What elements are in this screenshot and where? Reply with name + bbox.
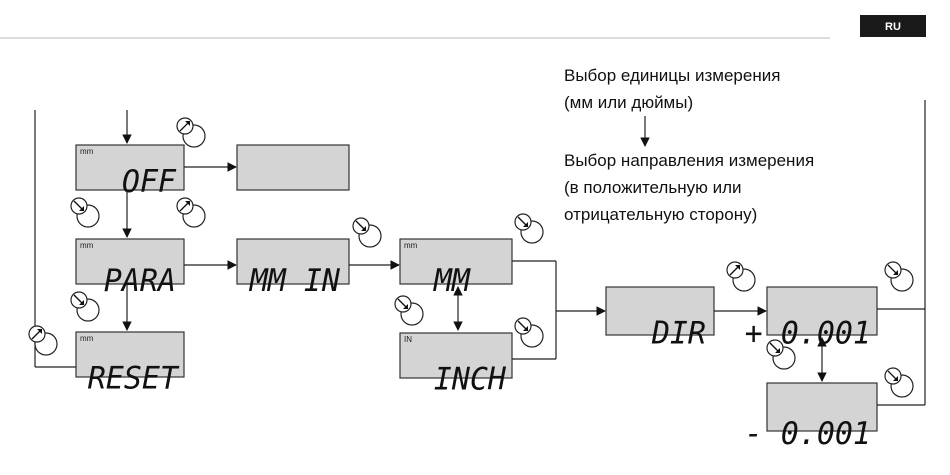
gauge-button-release-icon bbox=[514, 213, 544, 244]
svg-text:OFF: OFF bbox=[122, 163, 177, 200]
svg-text:mm: mm bbox=[80, 241, 94, 250]
caption-unit-select-sub: (мм или дюймы) bbox=[564, 93, 693, 112]
lcd-off: mm OFF bbox=[75, 144, 185, 200]
svg-text:MM IN: MM IN bbox=[249, 262, 341, 299]
gauge-button-release-icon bbox=[70, 197, 100, 228]
svg-text:RESET: RESET bbox=[88, 360, 181, 397]
lcd-minus: - 0.001 bbox=[745, 382, 878, 452]
lcd-dir: DIR bbox=[605, 286, 715, 352]
lcd-reset: mm RESET bbox=[75, 331, 185, 397]
lcd-blank bbox=[236, 144, 350, 191]
language-badge bbox=[860, 15, 926, 37]
svg-text:DIR: DIR bbox=[651, 315, 706, 352]
lcd-para: mm PARA bbox=[75, 238, 185, 299]
gauge-button-release-icon bbox=[514, 317, 544, 348]
language-badge-label: RU bbox=[885, 21, 901, 33]
svg-text:INCH: INCH bbox=[434, 361, 507, 398]
gauge-button-press-icon bbox=[726, 261, 756, 292]
svg-text:+ 0.001: + 0.001 bbox=[745, 315, 871, 352]
lcd-mm-in: MM IN bbox=[236, 238, 350, 299]
gauge-button-release-icon bbox=[352, 217, 382, 248]
lcd-inch: IN INCH bbox=[399, 332, 513, 398]
svg-text:mm: mm bbox=[80, 147, 94, 156]
caption-direction-sub2: отрицательную сторону) bbox=[564, 205, 757, 224]
gauge-button-release-icon bbox=[884, 261, 914, 292]
caption-direction: Выбор направления измерения bbox=[564, 151, 814, 170]
svg-text:MM: MM bbox=[433, 262, 472, 299]
gauge-button-release-icon bbox=[70, 291, 100, 322]
gauge-button-press-icon bbox=[176, 197, 206, 228]
svg-text:IN: IN bbox=[404, 335, 412, 344]
lcd-mm: mm MM bbox=[399, 238, 513, 299]
gauge-button-press-icon bbox=[176, 117, 206, 148]
svg-text:- 0.001: - 0.001 bbox=[745, 415, 871, 452]
caption-direction-sub1: (в положительную или bbox=[564, 178, 741, 197]
svg-text:PARA: PARA bbox=[104, 262, 176, 299]
svg-text:mm: mm bbox=[404, 241, 418, 250]
svg-text:mm: mm bbox=[80, 334, 94, 343]
gauge-button-release-icon bbox=[884, 367, 914, 398]
gauge-button-release-icon bbox=[394, 295, 424, 326]
gauge-button-press-icon bbox=[28, 325, 58, 356]
caption-unit-select: Выбор единицы измерения bbox=[564, 66, 780, 85]
lcd-plus: + 0.001 bbox=[745, 286, 878, 352]
